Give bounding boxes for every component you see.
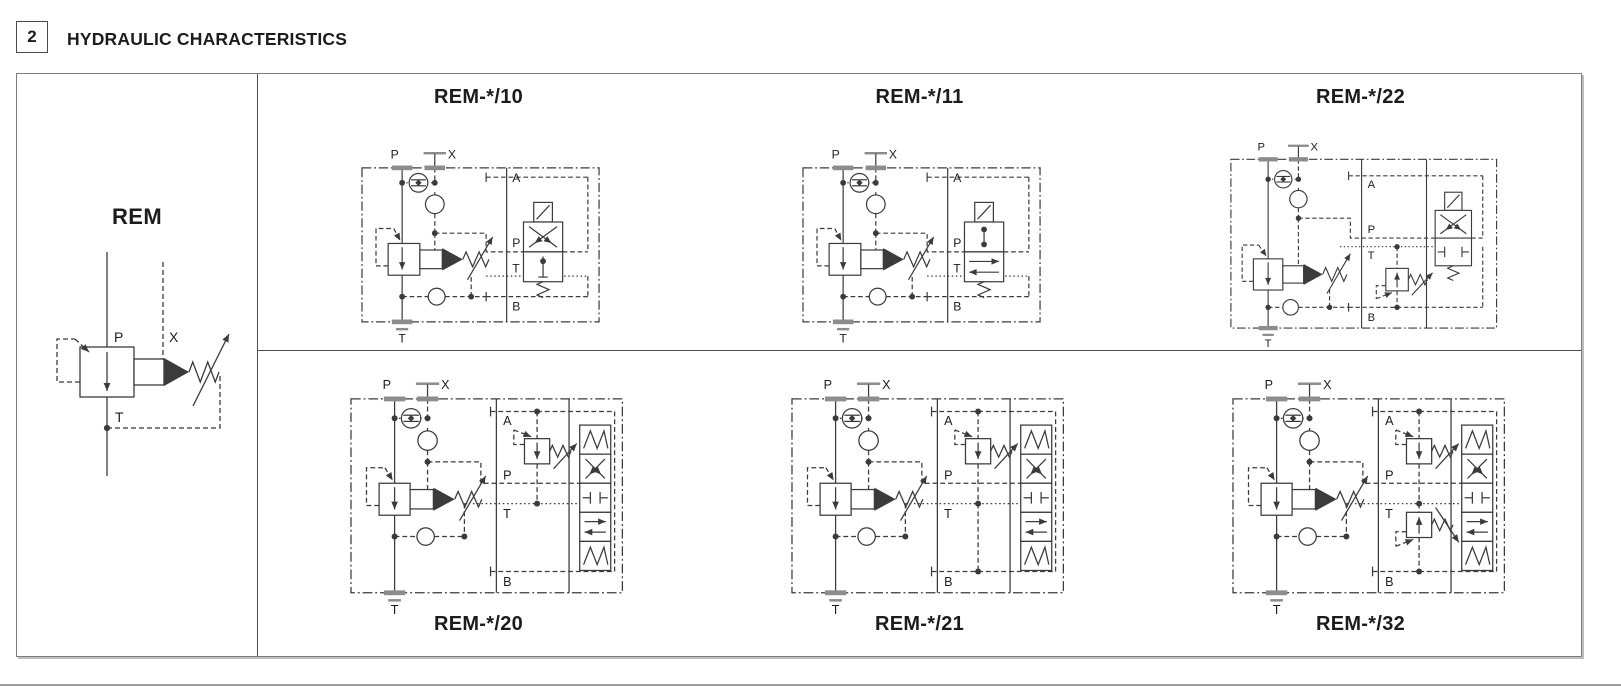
diagram-label: REM-*/11 — [875, 86, 964, 108]
svg-text:T: T — [1368, 250, 1375, 262]
cell-rem-21: P X T A P T B REM-*/21 — [699, 351, 1140, 656]
svg-text:P: P — [382, 378, 390, 392]
section-number-box: 2 — [16, 21, 48, 53]
svg-text:P: P — [512, 236, 520, 250]
svg-text:B: B — [503, 575, 511, 589]
svg-text:P: P — [1258, 142, 1266, 154]
diagram-label: REM-*/10 — [433, 86, 524, 108]
rem-schematic: P X T — [56, 252, 230, 476]
svg-text:T: T — [398, 331, 406, 345]
svg-text:P: P — [390, 148, 398, 162]
svg-text:X: X — [448, 148, 456, 162]
svg-text:T: T — [390, 603, 398, 617]
svg-text:X: X — [1323, 378, 1332, 392]
svg-text:P: P — [1368, 224, 1376, 236]
section-number: 2 — [27, 27, 37, 46]
diagram-label: REM-*/32 — [1315, 613, 1406, 635]
svg-text:T: T — [115, 409, 124, 425]
svg-text:A: A — [1368, 179, 1376, 191]
diagram-label: REM-*/21 — [874, 613, 965, 635]
svg-text:T: T — [953, 261, 961, 275]
rem-panel: REM P X T — [17, 74, 258, 656]
svg-text:A: A — [503, 414, 512, 428]
diagram-rem-20-schematic: P X T A P T B — [349, 378, 623, 617]
svg-text:P: P — [823, 378, 831, 392]
svg-text:X: X — [441, 378, 450, 392]
svg-text:A: A — [512, 171, 521, 185]
svg-text:P: P — [1385, 468, 1393, 482]
svg-text:B: B — [944, 575, 952, 589]
svg-text:B: B — [953, 300, 961, 314]
svg-text:T: T — [831, 603, 839, 617]
svg-text:X: X — [889, 148, 897, 162]
page-title: HYDRAULIC CHARACTERISTICS — [67, 29, 348, 49]
svg-text:A: A — [1385, 414, 1394, 428]
cell-rem-32: P X T A P T B REM-*/32 — [1140, 351, 1581, 656]
diagram-label: REM-*/22 — [1315, 86, 1406, 108]
svg-text:X: X — [169, 329, 179, 345]
svg-text:T: T — [512, 261, 520, 275]
svg-text:P: P — [953, 236, 961, 250]
cell-rem-20: P X T A P T B REM-*/20 — [258, 351, 699, 656]
svg-text:X: X — [882, 378, 891, 392]
svg-text:T: T — [1265, 338, 1272, 348]
svg-text:T: T — [944, 507, 952, 521]
svg-text:T: T — [1272, 603, 1280, 617]
svg-text:T: T — [1385, 507, 1393, 521]
diagram-rem-22-schematic: P X T A P T B — [1230, 142, 1498, 348]
svg-text:B: B — [512, 300, 520, 314]
variants-row-bottom: P X T A P T B REM-*/20 P X T A P T B REM-*/21 P X T A P T… — [258, 351, 1581, 656]
svg-text:A: A — [953, 171, 962, 185]
cell-rem-22: REM-*/22 P X T A P T B — [1140, 74, 1581, 350]
diagram-rem-32-schematic: P X T A P T B — [1231, 378, 1505, 617]
page-bottom-rule — [0, 684, 1621, 686]
svg-text:T: T — [503, 507, 511, 521]
svg-text:P: P — [944, 468, 952, 482]
svg-text:P: P — [1264, 378, 1272, 392]
svg-text:A: A — [944, 414, 953, 428]
svg-text:P: P — [114, 329, 123, 345]
svg-text:P: P — [503, 468, 511, 482]
svg-text:T: T — [839, 331, 847, 345]
svg-text:P: P — [831, 148, 839, 162]
svg-text:B: B — [1385, 575, 1393, 589]
svg-text:X: X — [1311, 142, 1319, 154]
diagram-rem-21-schematic: P X T A P T B — [790, 378, 1064, 617]
diagram-label: REM-*/20 — [433, 613, 524, 635]
svg-text:B: B — [1368, 312, 1376, 324]
rem-title: REM — [111, 204, 163, 229]
